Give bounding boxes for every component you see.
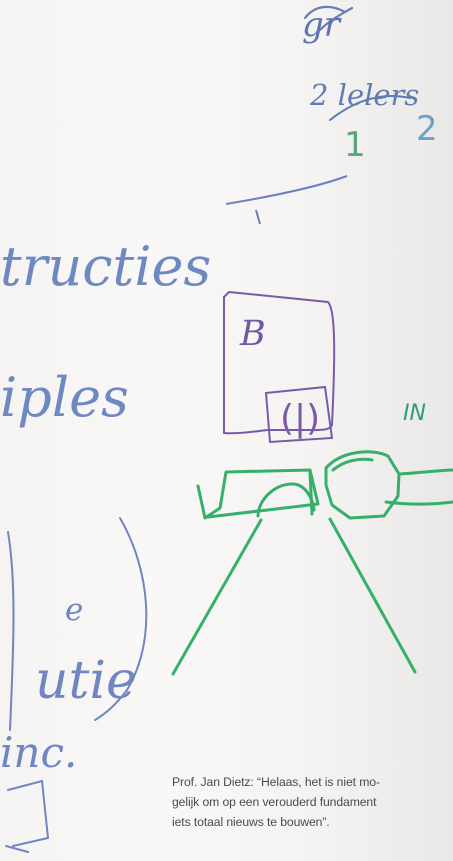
photo-caption: Prof. Jan Dietz: “Helaas, het is niet mo…: [172, 775, 380, 829]
box-letter: B: [239, 314, 266, 354]
lower-curves: [5, 517, 148, 853]
top-word: gr: [302, 5, 342, 45]
lower-word-2: utie: [35, 651, 137, 711]
right-word: IN: [403, 401, 426, 426]
second-word: 2 lelers: [309, 78, 419, 112]
left-word-2: iples: [0, 366, 129, 429]
connector-line: [225, 175, 348, 205]
handwriting-top: gr 2 lelers 1 2: [302, 5, 438, 165]
tick-mark: [255, 209, 261, 225]
green-shapes: [171, 450, 453, 676]
lower-word-1: e: [65, 592, 83, 628]
small-box: [264, 385, 334, 444]
box-b: [223, 290, 336, 435]
lower-word-3: inc.: [0, 728, 77, 777]
number-1: 1: [344, 125, 366, 165]
left-word-1: tructies: [0, 235, 211, 298]
small-box-label: (|): [280, 398, 320, 439]
number-2: 2: [416, 109, 438, 149]
